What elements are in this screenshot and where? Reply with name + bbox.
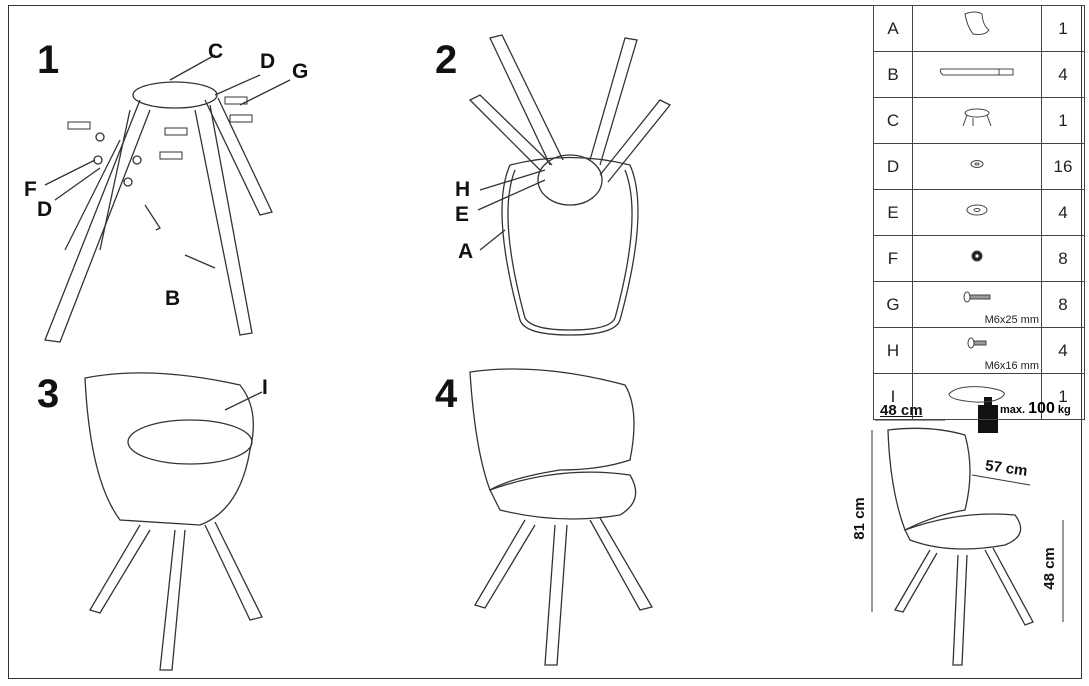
part-illustration — [912, 5, 1042, 52]
nut-icon — [971, 250, 983, 262]
parts-row: G M6x25 mm 8 — [873, 281, 1085, 328]
width-dimension: 48 cm — [880, 402, 923, 419]
large-washer-icon — [966, 204, 988, 216]
max-load-label: max. 100 kg — [1000, 400, 1071, 418]
step-number: 3 — [37, 372, 60, 416]
part-letter: B — [873, 51, 913, 98]
leg-bracket-icon — [962, 108, 992, 127]
callout-label: D — [260, 50, 276, 73]
short-bolt-icon — [967, 337, 987, 349]
part-spec: M6x16 mm — [984, 360, 1039, 372]
part-illustration: M6x25 mm — [912, 281, 1042, 328]
seat-height-dimension: 48 cm — [1040, 547, 1058, 590]
callout-label: C — [208, 40, 224, 63]
step-number: 2 — [435, 38, 458, 82]
part-quantity: 1 — [1041, 373, 1085, 420]
part-spec: M6x25 mm — [984, 314, 1039, 326]
part-quantity: 16 — [1041, 143, 1085, 190]
part-illustration — [912, 189, 1042, 236]
parts-row: H M6x16 mm 4 — [873, 327, 1085, 374]
part-illustration — [912, 235, 1042, 282]
part-letter: F — [873, 235, 913, 282]
part-quantity: 8 — [1041, 281, 1085, 328]
part-illustration — [912, 143, 1042, 190]
part-letter: A — [873, 5, 913, 52]
part-quantity: 4 — [1041, 327, 1085, 374]
callout-label: G — [292, 60, 309, 83]
parts-row: D 16 — [873, 143, 1085, 190]
callout-label: D — [37, 198, 53, 221]
step4-drawing — [469, 368, 653, 666]
part-illustration — [912, 51, 1042, 98]
part-letter: H — [873, 327, 913, 374]
callout-label: F — [24, 178, 37, 201]
max-load-value: 100 — [1028, 400, 1055, 417]
part-illustration — [912, 373, 1042, 420]
callout-label: B — [165, 287, 181, 310]
part-letter: I — [873, 373, 913, 420]
part-letter: E — [873, 189, 913, 236]
part-letter: G — [873, 281, 913, 328]
part-letter: D — [873, 143, 913, 190]
cushion-icon — [948, 386, 1005, 403]
parts-row: A 1 — [873, 5, 1085, 52]
height-dimension: 81 cm — [850, 497, 868, 540]
small-washer-icon — [970, 160, 984, 168]
part-illustration: M6x16 mm — [912, 327, 1042, 374]
callout-label: E — [455, 203, 470, 226]
part-letter: C — [873, 97, 913, 144]
seat-shell-icon — [964, 11, 990, 35]
step-number: 1 — [37, 38, 60, 82]
callout-label: I — [262, 376, 268, 399]
parts-row: C 1 — [873, 97, 1085, 144]
part-quantity: 1 — [1041, 97, 1085, 144]
max-load-prefix: max. — [1000, 404, 1026, 416]
part-quantity: 1 — [1041, 5, 1085, 52]
part-quantity: 4 — [1041, 189, 1085, 236]
dimension-drawing — [871, 397, 1064, 666]
step1-drawing — [44, 54, 291, 343]
step2-drawing — [468, 34, 672, 336]
callout-label: A — [458, 240, 474, 263]
leg-icon — [939, 68, 1014, 76]
parts-row: I 1 — [873, 373, 1085, 420]
part-quantity: 4 — [1041, 51, 1085, 98]
max-load-unit: kg — [1057, 404, 1071, 416]
part-quantity: 8 — [1041, 235, 1085, 282]
step-number: 4 — [435, 372, 458, 416]
callout-label: H — [455, 178, 471, 201]
step3-drawing — [84, 372, 263, 671]
part-illustration — [912, 97, 1042, 144]
parts-row: E 4 — [873, 189, 1085, 236]
long-bolt-icon — [963, 291, 991, 303]
parts-row: F 8 — [873, 235, 1085, 282]
parts-row: B 4 — [873, 51, 1085, 98]
